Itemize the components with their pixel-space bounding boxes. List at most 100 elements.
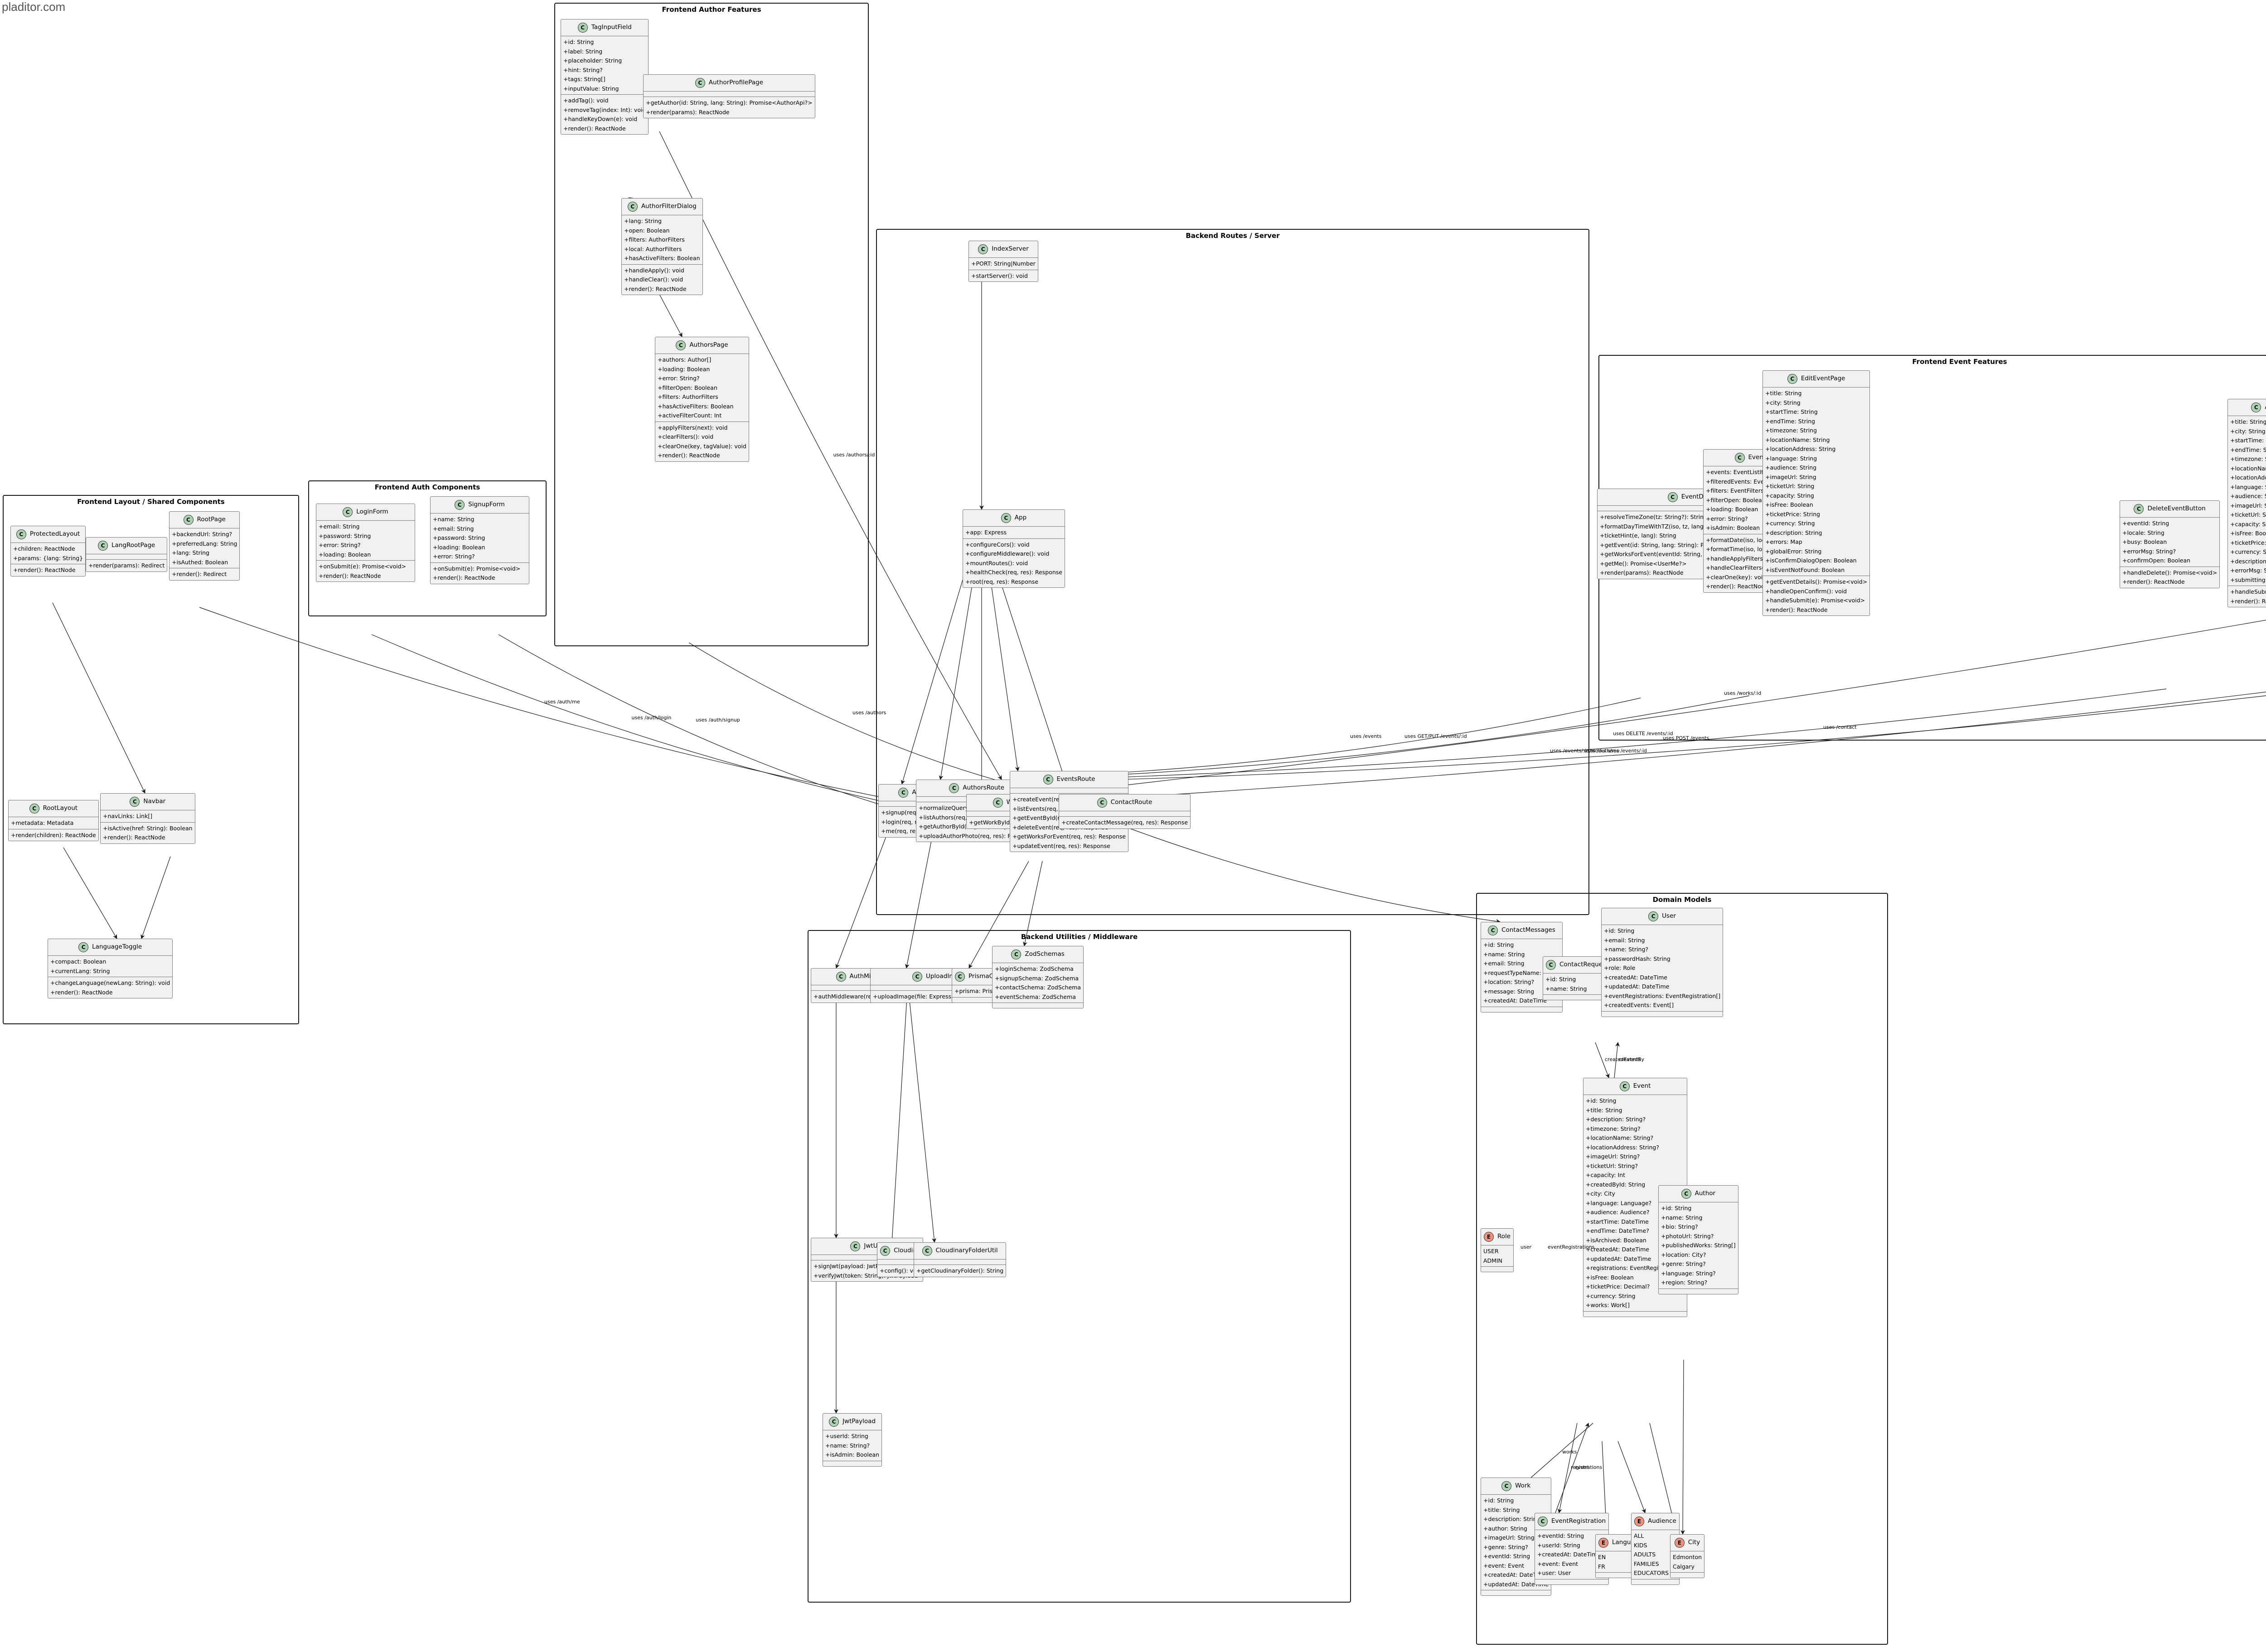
field: +bio: String? [1661, 1223, 1698, 1230]
class-icon: C [955, 972, 965, 982]
class-icon: C [1546, 960, 1556, 970]
package-title: Frontend Event Features [1912, 358, 2007, 366]
field: +description: String [1483, 1516, 1540, 1522]
field: +language: Language? [1586, 1199, 1652, 1206]
class-methods [1535, 1579, 1608, 1584]
class-methods: +onSubmit(e): Promise<void>+render(): Re… [431, 563, 529, 584]
package-domain: Domain Models [1476, 893, 1888, 1645]
field: +hint: String? [563, 66, 603, 73]
field: +createdAt: DateTime [1604, 974, 1667, 981]
class-fields: +name: String+email: String+password: St… [431, 514, 529, 563]
method: +removeTag(index: Int): void [563, 106, 646, 113]
class-icon: C [1681, 1189, 1691, 1199]
field: +busy: Boolean [2122, 538, 2167, 545]
field: +role: Role [1604, 964, 1636, 971]
package-title: Frontend Auth Components [374, 483, 480, 491]
class-name: Navbar [143, 798, 166, 805]
method: +render(): ReactNode [563, 125, 626, 132]
class-icon: C [1667, 492, 1678, 502]
class-methods: +getAuthor(id: String, lang: String): Pr… [644, 97, 815, 118]
class-icon: C [880, 1246, 890, 1256]
field: +requestTypeName: String [1483, 969, 1560, 976]
class-name: App [1014, 514, 1027, 522]
class-fields: +id: String+label: String+placeholder: S… [561, 36, 649, 95]
field: +name: String? [825, 1442, 870, 1449]
field: +currency: String [1586, 1292, 1636, 1299]
field: +endTime: String [2230, 446, 2266, 453]
field: +audience: String [1765, 464, 1817, 471]
class-name: AuthorsPage [689, 341, 728, 349]
class-name: ContactMessages [1501, 926, 1555, 934]
method: +healthCheck(req, res): Response [965, 569, 1062, 576]
field: +error: String? [433, 553, 475, 560]
field: +language: String [1765, 455, 1817, 462]
class-fields [871, 985, 1031, 991]
class-name: SignupForm [468, 501, 505, 509]
method: +addTag(): void [563, 97, 609, 104]
class-fields [86, 554, 167, 560]
class-fields [811, 1255, 923, 1260]
field: +currency: String [1765, 520, 1815, 527]
class-icon: C [98, 541, 108, 551]
package-title: Frontend Layout / Shared Components [77, 498, 225, 506]
class-fields: +metadata: Metadata [9, 817, 98, 829]
field: +title: String [1586, 1106, 1622, 1114]
method: +clearOne(key): void [1706, 573, 1767, 581]
class-icon: C [695, 78, 705, 88]
class-fields: +title: String+city: String+startTime: S… [2228, 416, 2266, 586]
edge-label: uses /events/:id/works [1550, 748, 1606, 754]
method: +formatDayTimeWithTZ(iso, tz, lang): Str… [1600, 523, 1727, 530]
class-fields: +userId: String+name: String?+isAdmin: B… [823, 1430, 882, 1461]
field: +audience: String [2230, 493, 2266, 499]
enum-value: ALL [1634, 1532, 1644, 1539]
field: +lang: String [624, 218, 662, 224]
edge-label: uses /events/:id [1608, 748, 1647, 754]
field: +error: String? [1706, 515, 1748, 522]
package-title: Frontend Author Features [662, 5, 761, 14]
field: +startTime: String [2230, 437, 2266, 444]
class-fields: +id: String+name: String+email: String+r… [1481, 939, 1563, 1007]
field: +createdAt: DateTime [1586, 1246, 1649, 1253]
field: +id: String [1483, 1497, 1514, 1504]
field: +works: Work[] [1586, 1302, 1630, 1308]
field: +isFree: Boolean [1765, 501, 1813, 508]
field: +eventSchema: ZodSchema [995, 993, 1076, 1000]
field: +eventId: String [1483, 1553, 1530, 1560]
class-name: EventsRoute [1056, 775, 1095, 783]
field: +capacity: Int [1586, 1172, 1626, 1178]
class-box-event-details-page[interactable]: CEventDetailsPage+resolveTimeZone(tz: St… [1597, 489, 1806, 579]
edge-label: user [1520, 1244, 1531, 1250]
class-methods [1481, 1267, 1513, 1272]
field: +children: ReactNode [13, 545, 75, 552]
class-name: AuthorFilterDialog [641, 203, 697, 210]
class-name: Role [1497, 1233, 1511, 1240]
class-box-add-event-page[interactable]: CAddEventPage+title: String+city: String… [2227, 399, 2266, 607]
edge-label: uses DELETE /events/:id [1613, 731, 1673, 736]
